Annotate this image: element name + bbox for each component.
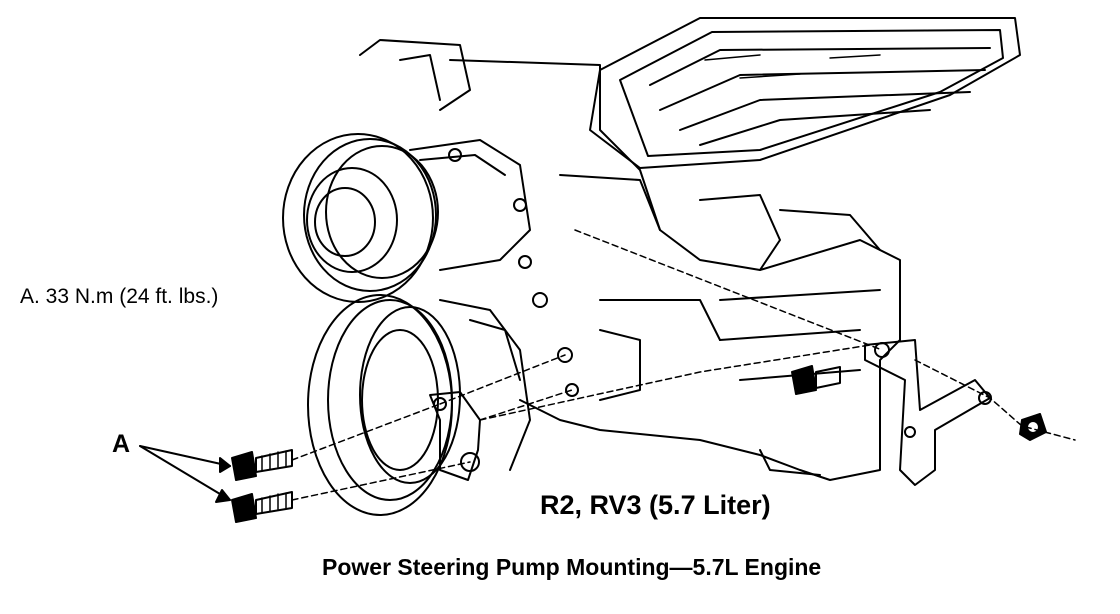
bolt-lower xyxy=(231,491,293,523)
nut-right xyxy=(1019,413,1047,441)
callout-arrows xyxy=(139,445,231,503)
alignment-lines xyxy=(291,229,1076,501)
front-bracket xyxy=(429,391,481,481)
bolt-middle xyxy=(791,365,841,395)
lower-pulley xyxy=(307,292,579,516)
callout-label: A xyxy=(112,430,131,458)
pump-bracket xyxy=(864,339,992,486)
figure-caption: Power Steering Pump Mounting—5.7L Engine xyxy=(322,554,822,580)
torque-spec-label: A. 33 N.m (24 ft. lbs.) xyxy=(20,285,219,308)
water-pump-pulley xyxy=(282,133,532,303)
model-label: R2, RV3 (5.7 Liter) xyxy=(540,490,771,520)
bolt-upper xyxy=(231,449,293,481)
valve-cover xyxy=(589,17,1021,169)
engine-block xyxy=(359,39,901,481)
